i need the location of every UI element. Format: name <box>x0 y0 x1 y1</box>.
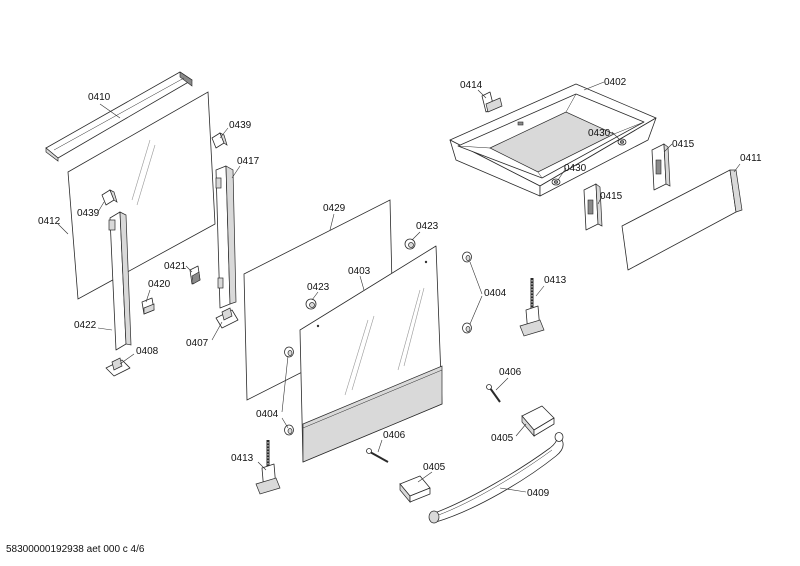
label-0404-left: 0404 <box>256 409 279 420</box>
label-0405-right: 0405 <box>491 433 514 444</box>
label-0411: 0411 <box>740 153 762 164</box>
label-0406-left: 0406 <box>383 430 406 441</box>
part-0430-hole-b <box>551 178 561 186</box>
label-0403: 0403 <box>348 266 371 277</box>
part-0405-end-cap-left <box>399 475 431 503</box>
label-0408: 0408 <box>136 346 159 357</box>
label-0422: 0422 <box>74 320 97 331</box>
part-0403-outer-door <box>299 245 443 463</box>
part-0439-clip-lower <box>101 189 118 206</box>
label-0414: 0414 <box>460 80 483 91</box>
label-0417: 0417 <box>237 156 260 167</box>
part-0404-bumper-c <box>462 251 472 263</box>
part-0415-receiver-left <box>583 183 603 231</box>
part-labels: 0410 0439 0417 0412 0439 0421 0420 0422 … <box>38 77 762 499</box>
part-0423-grommet-a <box>404 238 416 250</box>
label-0415-upper: 0415 <box>672 139 695 150</box>
part-0409-handle <box>428 432 564 524</box>
label-0409: 0409 <box>527 488 550 499</box>
label-0429: 0429 <box>323 203 346 214</box>
part-0414-bracket <box>481 91 503 113</box>
label-0439-upper: 0439 <box>229 120 252 131</box>
part-0420-clip <box>141 297 155 315</box>
label-0430-upper: 0430 <box>588 128 611 139</box>
label-0421: 0421 <box>164 261 187 272</box>
label-0430-lower: 0430 <box>564 163 587 174</box>
part-0408-bracket <box>105 357 131 377</box>
part-0402-tray <box>449 83 657 197</box>
label-0420: 0420 <box>148 279 171 290</box>
part-0430-hole-a <box>617 138 627 146</box>
label-0405-left: 0405 <box>423 462 446 473</box>
part-0411-panel <box>621 169 743 271</box>
part-0423-grommet-b <box>305 298 317 310</box>
part-0406-screw-b <box>366 448 389 463</box>
part-0417-right-rail <box>215 165 237 309</box>
part-0422-left-rail <box>108 211 132 351</box>
part-0439-clip-upper <box>211 132 228 149</box>
part-0407-bracket <box>215 307 239 329</box>
part-0410-top-trim <box>45 71 193 162</box>
part-0421-clip <box>189 265 201 285</box>
label-0406-right: 0406 <box>499 367 522 378</box>
label-0439-lower: 0439 <box>77 208 100 219</box>
label-0413-left: 0413 <box>231 453 254 464</box>
part-0404-bumper-a <box>284 346 294 358</box>
part-0412-inner-glass <box>67 91 216 300</box>
part-0404-bumper-d <box>462 322 472 334</box>
label-0423-upper: 0423 <box>416 221 439 232</box>
label-0407: 0407 <box>186 338 209 349</box>
label-0413-right: 0413 <box>544 275 567 286</box>
label-0415-lower: 0415 <box>600 191 623 202</box>
part-0415-receiver-right <box>651 143 671 191</box>
part-0413-hinge-left <box>255 440 281 495</box>
label-0423-lower: 0423 <box>307 282 330 293</box>
document-footer-id: 58300000192938 aet 000 c 4/6 <box>6 544 145 555</box>
label-0412: 0412 <box>38 216 61 227</box>
part-0404-bumper-b <box>284 424 294 436</box>
part-0405-end-cap-right <box>521 405 555 437</box>
label-0402: 0402 <box>604 77 627 88</box>
label-0410: 0410 <box>88 92 111 103</box>
part-0413-hinge-right <box>519 278 545 337</box>
label-0404-right: 0404 <box>484 288 507 299</box>
leader-lines <box>57 81 741 493</box>
part-0406-screw-a <box>486 384 501 403</box>
